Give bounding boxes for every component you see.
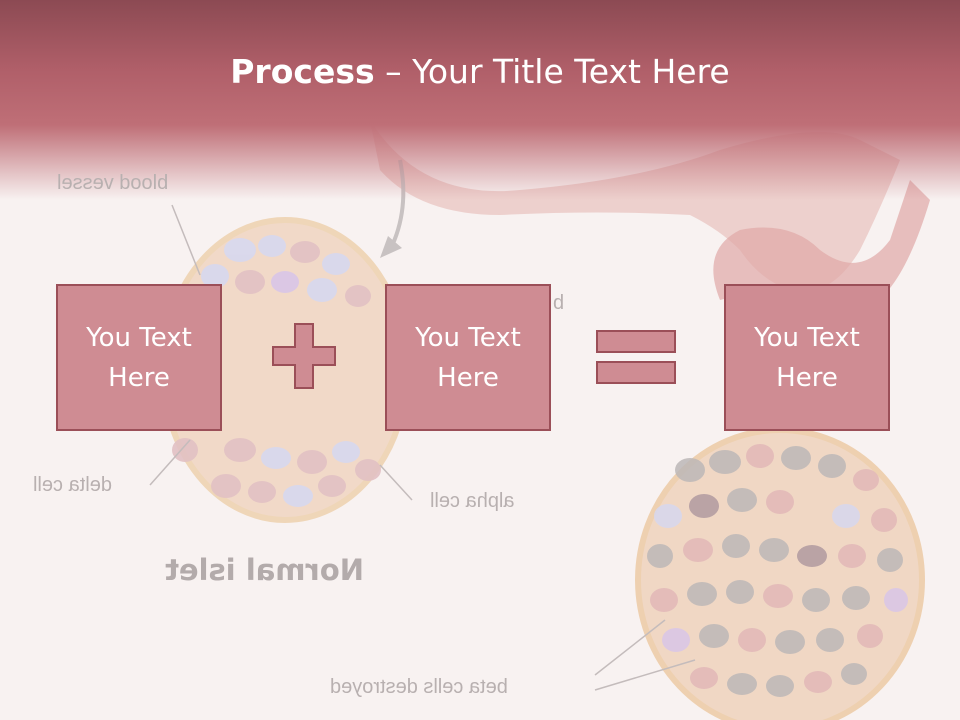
intestine-shape [713, 180, 930, 313]
title-dash: – [374, 52, 413, 91]
text-box-1[interactable]: You Text Here [56, 284, 222, 431]
partial-label: b [553, 292, 565, 314]
beta-destroyed-label: beta cells destroyed [330, 676, 508, 698]
slide-title: Process – Your Title Text Here [0, 52, 960, 91]
equals-icon[interactable] [596, 330, 676, 384]
header-bar [0, 0, 960, 200]
text-box-3-label: You Text Here [754, 322, 860, 393]
plus-icon[interactable] [272, 323, 336, 389]
text-box-1-label: You Text Here [86, 322, 192, 393]
text-box-2-label: You Text Here [415, 322, 521, 393]
text-box-3[interactable]: You Text Here [724, 284, 890, 431]
alpha-cell-label: alpha cell [430, 490, 515, 512]
normal-islet-label: Normal islet [165, 553, 364, 587]
title-rest: Your Title Text Here [412, 52, 730, 91]
delta-cell-label: delta cell [33, 474, 112, 496]
blood-vessel-label: blood vessel [57, 172, 169, 194]
text-box-2[interactable]: You Text Here [385, 284, 551, 431]
title-bold: Process [230, 52, 375, 91]
